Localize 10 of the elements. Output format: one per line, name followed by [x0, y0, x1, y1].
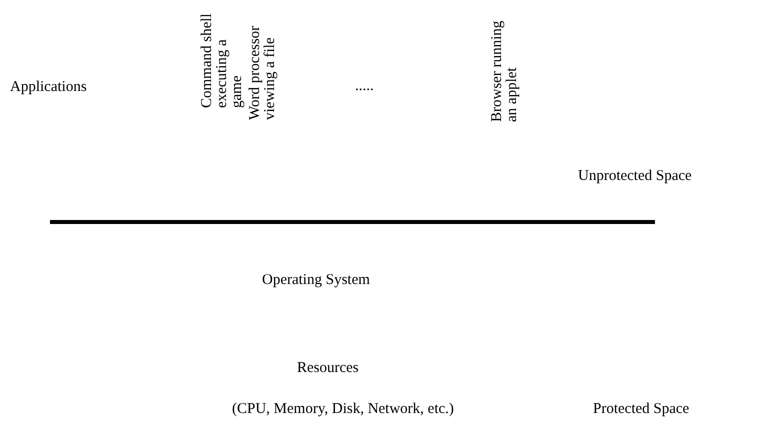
- layer-label: Applications: [10, 79, 87, 95]
- space-label: Unprotected Space: [578, 168, 692, 184]
- resource-list-text: (CPU, Memory, Disk, Network, etc.): [232, 401, 454, 417]
- application-label: Command shell executing a game: [200, 12, 245, 108]
- ellipsis-text: .....: [355, 78, 374, 94]
- application-label: Browser running an applet: [490, 20, 520, 122]
- application-label: Word processor viewing a file: [248, 24, 278, 120]
- space-label: Protected Space: [593, 401, 690, 417]
- layer-label: Resources: [297, 360, 359, 376]
- layer-label: Operating System: [262, 272, 370, 288]
